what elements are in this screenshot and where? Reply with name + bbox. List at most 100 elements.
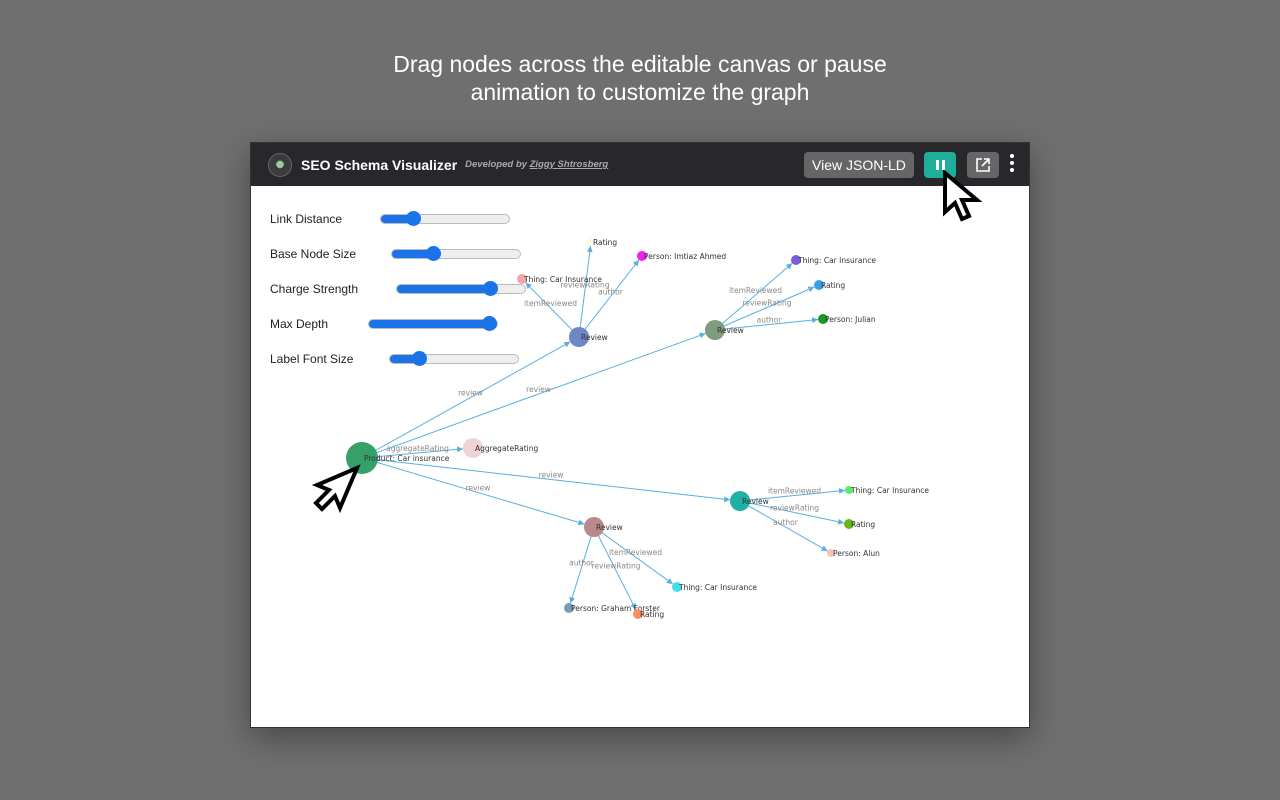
node-label: Thing: Car Insurance xyxy=(523,275,602,284)
node-label: Review xyxy=(596,523,623,532)
graph-node[interactable] xyxy=(818,314,828,324)
link-label: author xyxy=(569,559,595,568)
node-label: Review xyxy=(742,497,769,506)
control-label: Label Font Size xyxy=(270,351,354,366)
caption-line-2: animation to customize the graph xyxy=(470,79,810,105)
graph-link xyxy=(739,500,845,525)
external-link-icon xyxy=(976,158,990,172)
logo-icon: ● xyxy=(268,152,292,177)
control-label: Charge Strength xyxy=(270,281,359,296)
node-label: Rating xyxy=(640,610,664,619)
control-link-distance: Link Distance xyxy=(270,201,526,236)
control-label: Max Depth xyxy=(270,316,329,331)
slider-thumb[interactable] xyxy=(412,350,428,366)
graph-link xyxy=(714,286,815,331)
graph-link xyxy=(361,332,706,459)
link-label: author xyxy=(757,316,783,325)
pause-button[interactable] xyxy=(924,152,956,178)
control-label: Base Node Size xyxy=(270,246,357,261)
slider-thumb[interactable] xyxy=(482,315,498,331)
app-title: SEO Schema Visualizer xyxy=(301,156,458,173)
graph-node[interactable] xyxy=(564,603,574,613)
node-label: Thing: Car Insurance xyxy=(678,583,757,592)
node-label: Person: Imtiaz Ahmed xyxy=(644,252,726,261)
node-label: Rating xyxy=(851,520,875,529)
graph-node[interactable] xyxy=(705,320,725,340)
graph-node[interactable] xyxy=(791,255,801,265)
graph-link xyxy=(739,488,846,502)
header-bar: ● SEO Schema Visualizer Developed by Zig… xyxy=(251,143,1029,186)
link-label: review xyxy=(466,484,491,493)
link-label: reviewRating xyxy=(592,562,641,571)
node-label: Rating xyxy=(593,238,617,247)
slider-fill xyxy=(381,214,413,223)
graph-link xyxy=(361,341,571,459)
control-label: Link Distance xyxy=(270,211,343,226)
graph-node[interactable] xyxy=(463,438,483,458)
graph-node[interactable] xyxy=(672,582,682,592)
graph-link xyxy=(593,526,674,585)
graph-link xyxy=(569,526,595,604)
node-label: Review xyxy=(581,333,608,342)
slider[interactable] xyxy=(389,350,519,366)
graph-link xyxy=(714,262,793,331)
view-json-ld-button[interactable]: View JSON-LD xyxy=(804,152,914,178)
graph-link xyxy=(361,446,464,459)
link-label: itemReviewed xyxy=(524,299,577,308)
slider-fill xyxy=(397,284,491,293)
kebab-menu-icon[interactable] xyxy=(1009,154,1015,172)
link-label: reviewRating xyxy=(743,299,792,308)
graph-link xyxy=(361,457,585,526)
caption: Drag nodes across the editable canvas or… xyxy=(0,50,1280,106)
slider[interactable] xyxy=(391,245,521,261)
graph-link xyxy=(578,245,593,338)
graph-node[interactable] xyxy=(827,549,835,557)
graph-node[interactable] xyxy=(845,486,853,494)
graph-link xyxy=(714,317,819,331)
slider[interactable] xyxy=(380,210,510,226)
graph-node[interactable] xyxy=(814,280,824,290)
link-label: review xyxy=(526,385,551,394)
node-label: Person: Graham Forster xyxy=(571,604,661,613)
cursor-arrow-icon xyxy=(943,170,983,222)
slider-fill xyxy=(390,354,420,363)
slider-thumb[interactable] xyxy=(406,210,421,226)
author-link[interactable]: Ziggy Shtrosberg xyxy=(529,159,609,170)
graph-node[interactable] xyxy=(844,519,854,529)
node-label: Product: Car insurance xyxy=(364,454,450,463)
link-label: author xyxy=(773,518,799,527)
graph-node[interactable] xyxy=(517,274,527,284)
control-max-depth: Max Depth xyxy=(270,306,526,341)
node-label: Thing: Car Insurance xyxy=(797,256,876,265)
graph-node[interactable] xyxy=(346,442,378,474)
control-label-font-size: Label Font Size xyxy=(270,341,526,376)
link-label: author xyxy=(598,288,624,297)
open-external-button[interactable] xyxy=(967,152,999,178)
control-base-node-size: Base Node Size xyxy=(270,236,526,271)
graph-node[interactable] xyxy=(569,327,589,347)
caption-line-1: Drag nodes across the editable canvas or… xyxy=(393,51,887,77)
graph-node[interactable] xyxy=(730,491,750,511)
slider-thumb[interactable] xyxy=(483,280,499,296)
visualizer-window: ● SEO Schema Visualizer Developed by Zig… xyxy=(250,142,1030,728)
slider[interactable] xyxy=(396,280,526,296)
developed-by-text: Developed by xyxy=(465,159,527,170)
link-label: review xyxy=(539,471,564,480)
link-label: itemReviewed xyxy=(609,548,662,557)
slider-thumb[interactable] xyxy=(425,245,441,261)
graph-link xyxy=(361,457,731,503)
graph-node[interactable] xyxy=(587,238,595,246)
node-label: Thing: Car Insurance xyxy=(850,486,929,495)
cursor-arrow-icon xyxy=(312,464,361,513)
link-label: itemReviewed xyxy=(729,286,782,295)
graph-link xyxy=(578,259,640,338)
node-label: Review xyxy=(717,326,744,335)
graph-node[interactable] xyxy=(633,609,643,619)
link-label: aggregateRating xyxy=(386,444,449,453)
control-charge-strength: Charge Strength xyxy=(270,271,526,306)
slider[interactable] xyxy=(368,315,498,331)
graph-node[interactable] xyxy=(637,251,647,261)
graph-node[interactable] xyxy=(584,517,604,537)
